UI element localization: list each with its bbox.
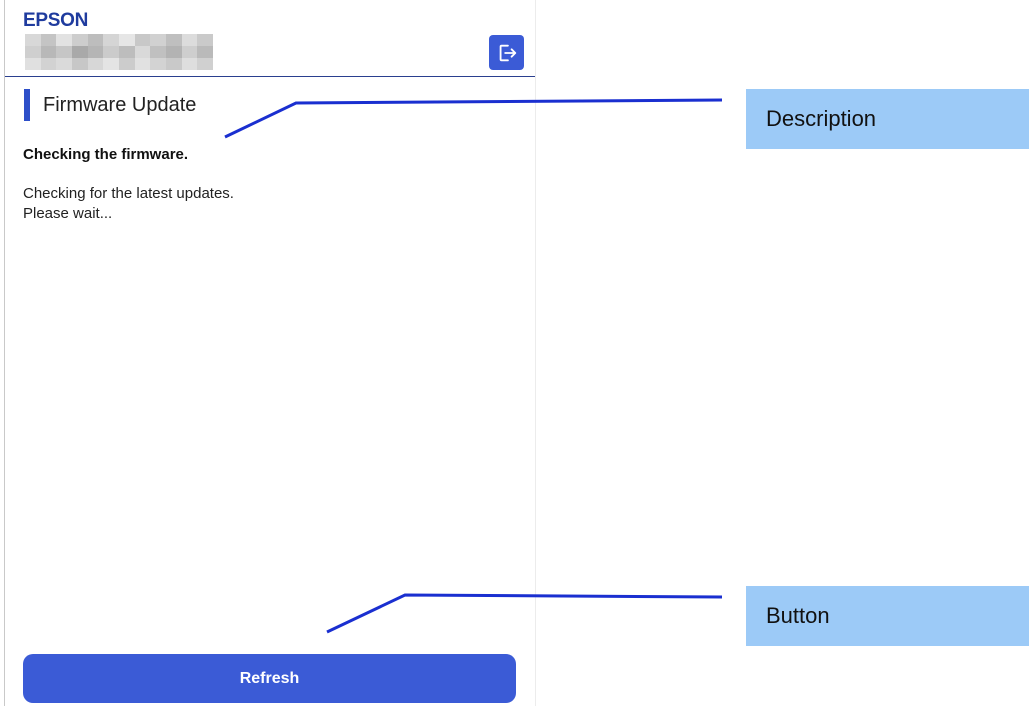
- device-name-blurred: [25, 34, 213, 70]
- logout-icon: [499, 44, 516, 61]
- page-title: Firmware Update: [43, 93, 197, 116]
- status-message: Checking for the latest updates. Please …: [23, 184, 234, 224]
- status-line-1: Checking for the latest updates.: [23, 185, 234, 202]
- description-callout: Description: [746, 89, 1029, 149]
- status-heading: Checking the firmware.: [23, 146, 189, 163]
- header-divider: [5, 76, 535, 77]
- title-accent-bar: [24, 89, 30, 121]
- logout-button[interactable]: [489, 35, 524, 70]
- status-line-2: Please wait...: [23, 205, 113, 222]
- page-title-block: Firmware Update: [24, 89, 196, 121]
- button-callout: Button: [746, 586, 1029, 646]
- epson-logo: EPSON: [23, 10, 89, 31]
- printer-web-panel: EPSON Firmware Update Checking the firmw…: [4, 0, 536, 706]
- refresh-button[interactable]: Refresh: [23, 654, 516, 703]
